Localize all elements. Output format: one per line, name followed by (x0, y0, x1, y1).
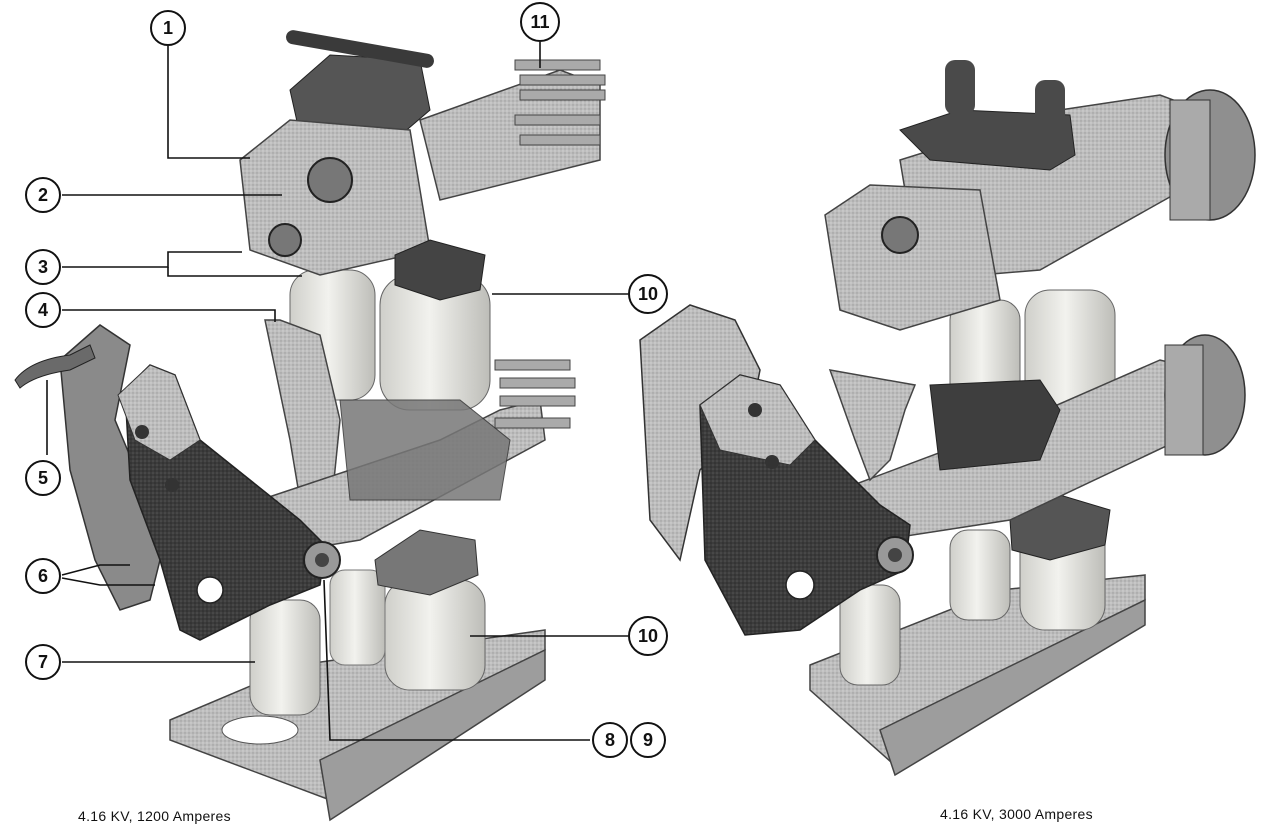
callout-7: 7 (25, 644, 61, 680)
callout-10-upper: 10 (628, 274, 668, 314)
left-upper-clamp (394, 239, 486, 301)
leader-3 (62, 251, 242, 268)
svg-text:4: 4 (38, 300, 48, 320)
svg-text:2: 2 (38, 185, 48, 205)
callout-10-lower: 10 (628, 616, 668, 656)
svg-text:9: 9 (643, 730, 653, 750)
right-pivot-pin (888, 548, 902, 562)
left-arc-runner (264, 319, 341, 532)
svg-text:3: 3 (38, 257, 48, 277)
callout-5: 5 (25, 460, 61, 496)
leader-6 (61, 564, 130, 576)
svg-text:8: 8 (605, 730, 615, 750)
caption-right-3000a: 4.16 KV, 3000 Amperes (940, 806, 1093, 822)
left-lower-insulator-a (249, 599, 321, 716)
right-top-hinge-1 (945, 60, 975, 115)
right-lower-disc-plate (1164, 344, 1204, 456)
callout-9: 9 (630, 722, 666, 758)
right-blade-upper-plate (699, 374, 816, 466)
left-lower-insulator-c (329, 569, 386, 666)
right-blade-hole (785, 570, 815, 600)
left-mid-frame (339, 399, 511, 501)
left-upper-spring-2 (268, 223, 302, 257)
right-base-channel (879, 598, 1146, 777)
right-bolt-1 (748, 403, 762, 417)
callout-3: 3 (25, 249, 61, 285)
left-top-pin (286, 30, 434, 68)
right-lower-insulator-a (839, 584, 901, 686)
svg-text:6: 6 (38, 566, 48, 586)
callout-leaders (46, 42, 628, 741)
right-arc-runner (828, 369, 917, 482)
right-upper-spring (881, 216, 919, 254)
left-handle-hook (14, 344, 96, 389)
left-blade-hole (196, 576, 224, 604)
leader-89 (323, 579, 590, 741)
left-lower-clamp (374, 529, 479, 596)
svg-text:11: 11 (530, 12, 549, 32)
svg-text:10: 10 (638, 626, 658, 646)
left-base-cutout (221, 715, 299, 745)
right-upper-disc-plate (1169, 99, 1211, 221)
svg-text:5: 5 (38, 468, 48, 488)
right-mid-frame (929, 379, 1061, 471)
callout-2: 2 (25, 177, 61, 213)
left-breaker-1200a (14, 30, 606, 822)
svg-text:10: 10 (638, 284, 658, 304)
right-bolt-2 (765, 455, 779, 469)
left-lower-disconnect-fingers (494, 359, 576, 429)
right-top-hinge-2 (1035, 80, 1065, 135)
callout-4: 4 (25, 292, 61, 328)
svg-text:1: 1 (163, 18, 173, 38)
right-breaker-3000a (639, 60, 1256, 777)
callout-6: 6 (25, 558, 61, 594)
callout-11: 11 (520, 2, 560, 42)
leader-4 (62, 309, 276, 322)
left-bolt-2 (165, 478, 179, 492)
right-upper-contact-fingers (824, 184, 1001, 331)
callout-8: 8 (592, 722, 628, 758)
left-upper-spring-1 (307, 157, 353, 203)
left-lower-insulator-b (384, 579, 486, 691)
right-lower-insulator-b (949, 529, 1011, 621)
leader-1 (167, 46, 250, 159)
caption-left-1200a: 4.16 KV, 1200 Amperes (78, 808, 231, 824)
leader-3b (167, 267, 302, 277)
leader-6b (61, 577, 155, 586)
svg-text:7: 7 (38, 652, 48, 672)
callout-1: 1 (150, 10, 186, 46)
left-primary-disconnect-fingers (514, 59, 606, 146)
left-bolt-1 (135, 425, 149, 439)
left-pivot-pin (315, 553, 329, 567)
